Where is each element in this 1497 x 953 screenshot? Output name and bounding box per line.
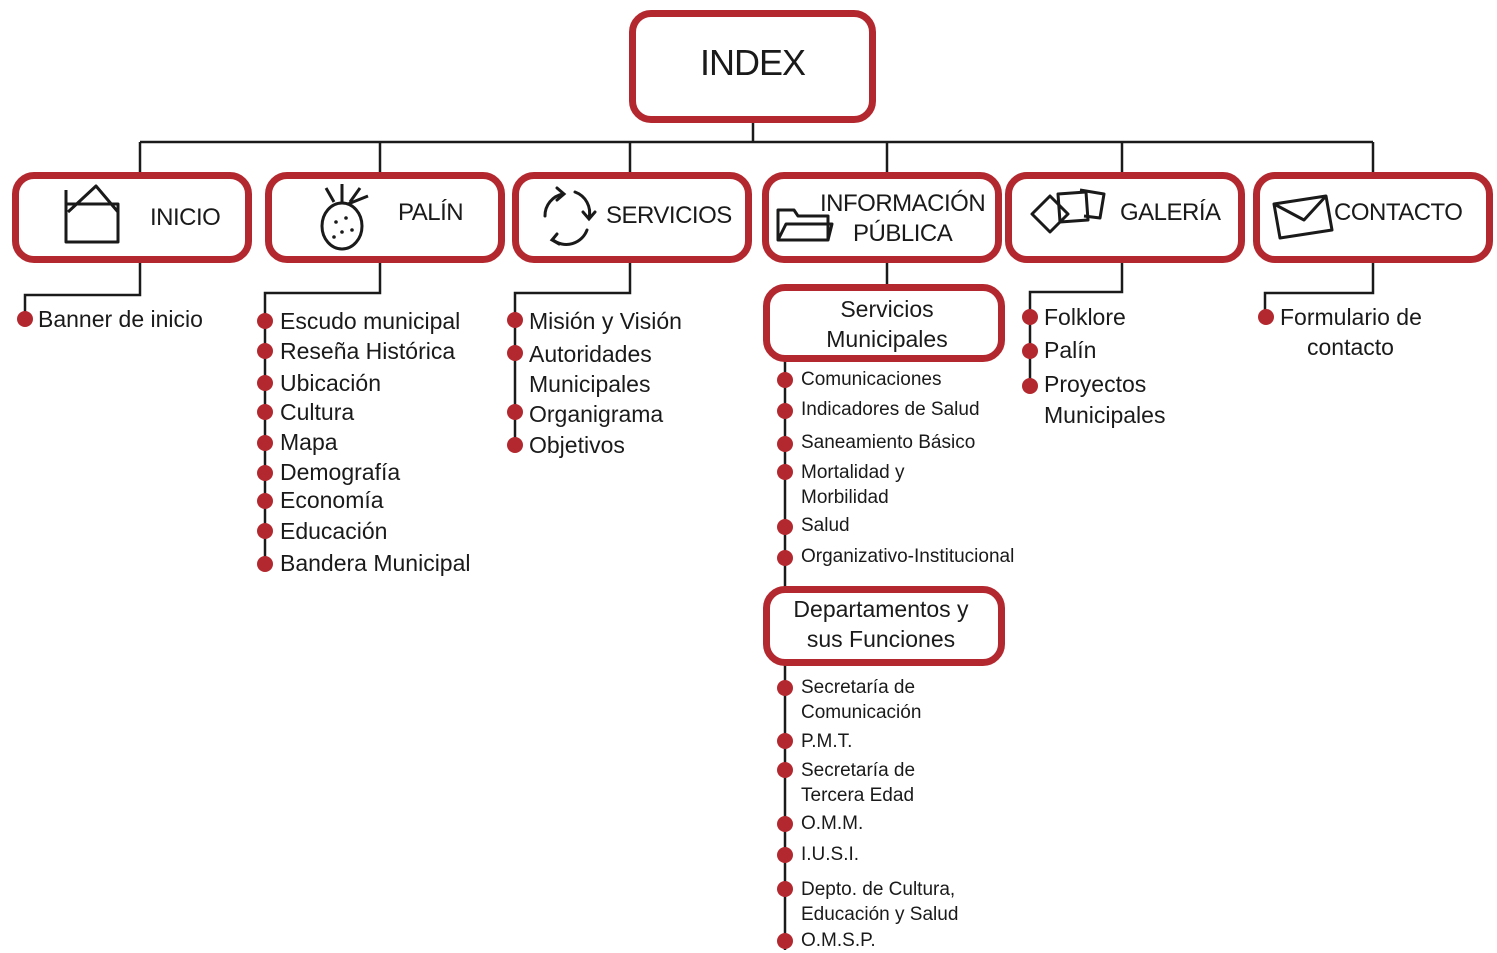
list-item: Formulario de [1280, 304, 1422, 330]
list-item: Ubicación [280, 370, 381, 396]
list-item: Secretaría de [801, 677, 916, 698]
list-item: Objetivos [529, 432, 625, 458]
list-item: Saneamiento Básico [801, 432, 976, 453]
bullet [1022, 309, 1038, 325]
bullet [777, 519, 793, 535]
bullet [257, 523, 273, 539]
servicios-municipales-line2: Municipales [826, 326, 948, 352]
list-item: Banner de inicio [38, 306, 203, 332]
bullet [507, 404, 523, 420]
bullet [777, 933, 793, 949]
departamentos-line2: sus Funciones [806, 626, 956, 652]
palin-node [265, 172, 505, 263]
contacto-title: CONTACTO [1334, 199, 1463, 226]
list-item: I.U.S.I. [801, 844, 860, 865]
bullet [257, 493, 273, 509]
list-item: Escudo municipal [280, 308, 461, 334]
servicios-municipales-node [763, 284, 1005, 362]
mail-icon [1270, 190, 1336, 247]
bullet [257, 404, 273, 420]
bullet [257, 343, 273, 359]
list-item: Municipales [1044, 402, 1166, 428]
bullet [507, 437, 523, 453]
bullet [777, 372, 793, 388]
list-item: contacto [1307, 334, 1394, 360]
list-item: P.M.T. [801, 731, 853, 752]
palin-title: PALÍN [398, 199, 464, 226]
informacion-title-line1: INFORMACIÓN [820, 190, 986, 217]
bullet [257, 435, 273, 451]
list-item: Autoridades [529, 341, 652, 367]
list-item: Mortalidad y [801, 462, 905, 483]
departamentos-node [763, 586, 1005, 666]
servicios-title: SERVICIOS [606, 202, 732, 229]
envelope-icon [60, 182, 124, 253]
informacion-title-line2: PÚBLICA [853, 220, 953, 247]
pineapple-icon [312, 182, 376, 257]
bullet [777, 680, 793, 696]
index-title: INDEX [699, 42, 806, 83]
folder-icon [774, 196, 834, 251]
bullet [777, 881, 793, 897]
list-item: Cultura [280, 399, 355, 425]
list-item: O.M.S.P. [801, 930, 876, 951]
servicios-municipales-line1: Servicios [840, 296, 934, 322]
bullet [777, 403, 793, 419]
list-item: Organizativo-Institucional [801, 546, 1015, 567]
bullet [777, 733, 793, 749]
list-item: Palín [1044, 337, 1097, 363]
list-item: Economía [280, 487, 384, 513]
bullet [1022, 378, 1038, 394]
list-item: Tercera Edad [801, 785, 915, 806]
contacto-node [1253, 172, 1493, 263]
list-item: Misión y Visión [529, 308, 682, 334]
photos-icon [1028, 184, 1110, 253]
recycle-arrows-icon [533, 182, 601, 255]
servicios-node [512, 172, 752, 263]
list-item: Organigrama [529, 401, 664, 427]
list-item: Morbilidad [801, 487, 889, 508]
bullet [257, 465, 273, 481]
list-item: Bandera Municipal [280, 550, 471, 576]
bullet [507, 312, 523, 328]
inicio-node [12, 172, 252, 263]
list-item: Reseña Histórica [280, 338, 456, 364]
bullet [257, 556, 273, 572]
list-item: Indicadores de Salud [801, 399, 980, 420]
list-item: Demografía [280, 459, 401, 485]
bullet [1258, 309, 1274, 325]
list-item: Educación [280, 518, 388, 544]
departamentos-line1: Departamentos y [793, 596, 969, 622]
list-item: Comunicaciones [801, 369, 942, 390]
list-item: Educación y Salud [801, 904, 959, 925]
list-item: Mapa [280, 429, 338, 455]
bullet [1022, 343, 1038, 359]
bullet [777, 762, 793, 778]
list-item: Depto. de Cultura, [801, 879, 956, 900]
list-item: Folklore [1044, 304, 1126, 330]
bullet [777, 847, 793, 863]
galeria-title: GALERÍA [1120, 199, 1221, 226]
list-item: Municipales [529, 371, 651, 397]
bullet [777, 816, 793, 832]
inicio-title: INICIO [150, 204, 221, 231]
bullet [17, 311, 33, 327]
index-node [629, 10, 876, 123]
bullet [777, 436, 793, 452]
bullet [777, 550, 793, 566]
list-item: Proyectos [1044, 371, 1147, 397]
bullet [777, 464, 793, 480]
bullet [507, 345, 523, 361]
list-item: Comunicación [801, 702, 922, 723]
bullet [257, 375, 273, 391]
list-item: Salud [801, 515, 850, 536]
bullet [257, 313, 273, 329]
list-item: O.M.M. [801, 813, 864, 834]
list-item: Secretaría de [801, 760, 916, 781]
galeria-node [1005, 172, 1245, 263]
